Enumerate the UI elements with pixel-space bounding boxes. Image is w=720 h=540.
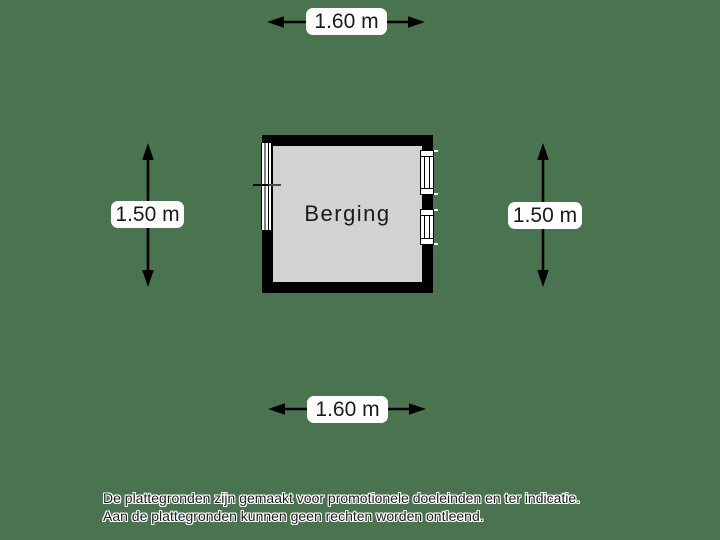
window-frame-line xyxy=(421,188,433,189)
door-symbol xyxy=(261,143,272,230)
disclaimer-line-2: Aan de plattegronden kunnen geen rechten… xyxy=(103,508,484,524)
room-floor: Berging xyxy=(273,146,422,282)
dimension-label-right: 1.50 m xyxy=(508,202,582,229)
window-tick xyxy=(434,150,438,152)
window-tick xyxy=(434,193,438,195)
window-tick xyxy=(434,243,438,245)
window-symbol-1 xyxy=(420,150,438,195)
window-frame-line xyxy=(421,238,433,239)
dimension-label-left: 1.50 m xyxy=(111,201,184,228)
window-glazing-lines xyxy=(424,157,430,188)
window-frame-line xyxy=(421,215,433,216)
window-tick xyxy=(434,209,438,211)
door-threshold-line xyxy=(253,184,281,186)
disclaimer-line-1: De plattegronden zijn gemaakt voor promo… xyxy=(103,490,581,506)
room-berging: Berging xyxy=(253,135,438,293)
window-glazing-lines xyxy=(424,216,430,238)
window-frame-line xyxy=(421,156,433,157)
dimension-label-bottom: 1.60 m xyxy=(307,396,388,423)
window-symbol-2 xyxy=(420,209,438,245)
room-name-label: Berging xyxy=(304,201,391,226)
dimension-label-top: 1.60 m xyxy=(306,8,387,35)
disclaimer-text: De plattegronden zijn gemaakt voor promo… xyxy=(103,489,580,525)
